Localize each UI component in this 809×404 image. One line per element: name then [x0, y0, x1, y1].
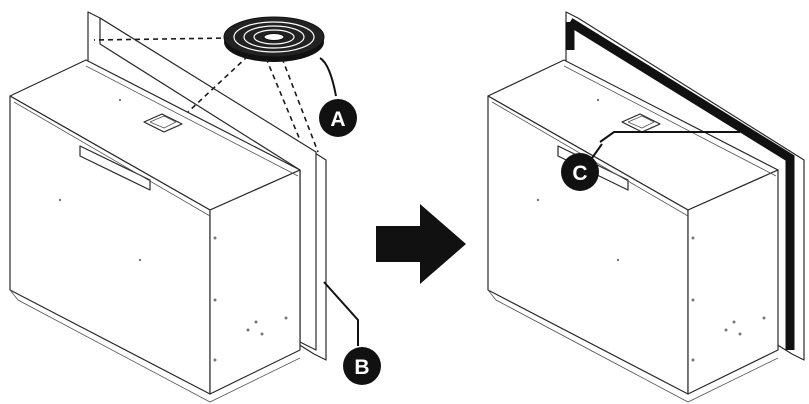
- callout-b-label: B: [354, 356, 369, 379]
- firebox-bottom-lip-right: [487, 289, 779, 403]
- callout-b: B: [323, 281, 381, 385]
- firebox-front-left: [209, 169, 301, 395]
- gasket-installed: [567, 18, 795, 350]
- side-recess-left: [79, 145, 151, 191]
- callout-a-label: A: [330, 108, 345, 131]
- top-vent-right: [621, 113, 661, 133]
- gasket-guide-lines: [93, 37, 319, 153]
- firebox-front-right: [687, 169, 779, 395]
- gasket-roll-icon: [223, 16, 325, 62]
- top-edge-band-right-2: [563, 65, 777, 177]
- top-vent-left-grill: [149, 115, 177, 129]
- right-arrow-icon: [376, 204, 466, 284]
- top-vent-right-grill: [627, 115, 655, 129]
- firebox-bottom-lip-left: [9, 289, 301, 403]
- firebox-left: [9, 11, 327, 403]
- callout-a: A: [319, 57, 357, 137]
- callout-c-label: C: [572, 162, 587, 185]
- callout-c: C: [561, 131, 740, 191]
- top-vent-left: [143, 113, 183, 133]
- firebox-right: [487, 11, 805, 403]
- top-edge-band-left-2: [85, 65, 299, 177]
- top-edge-band-left: [13, 101, 211, 217]
